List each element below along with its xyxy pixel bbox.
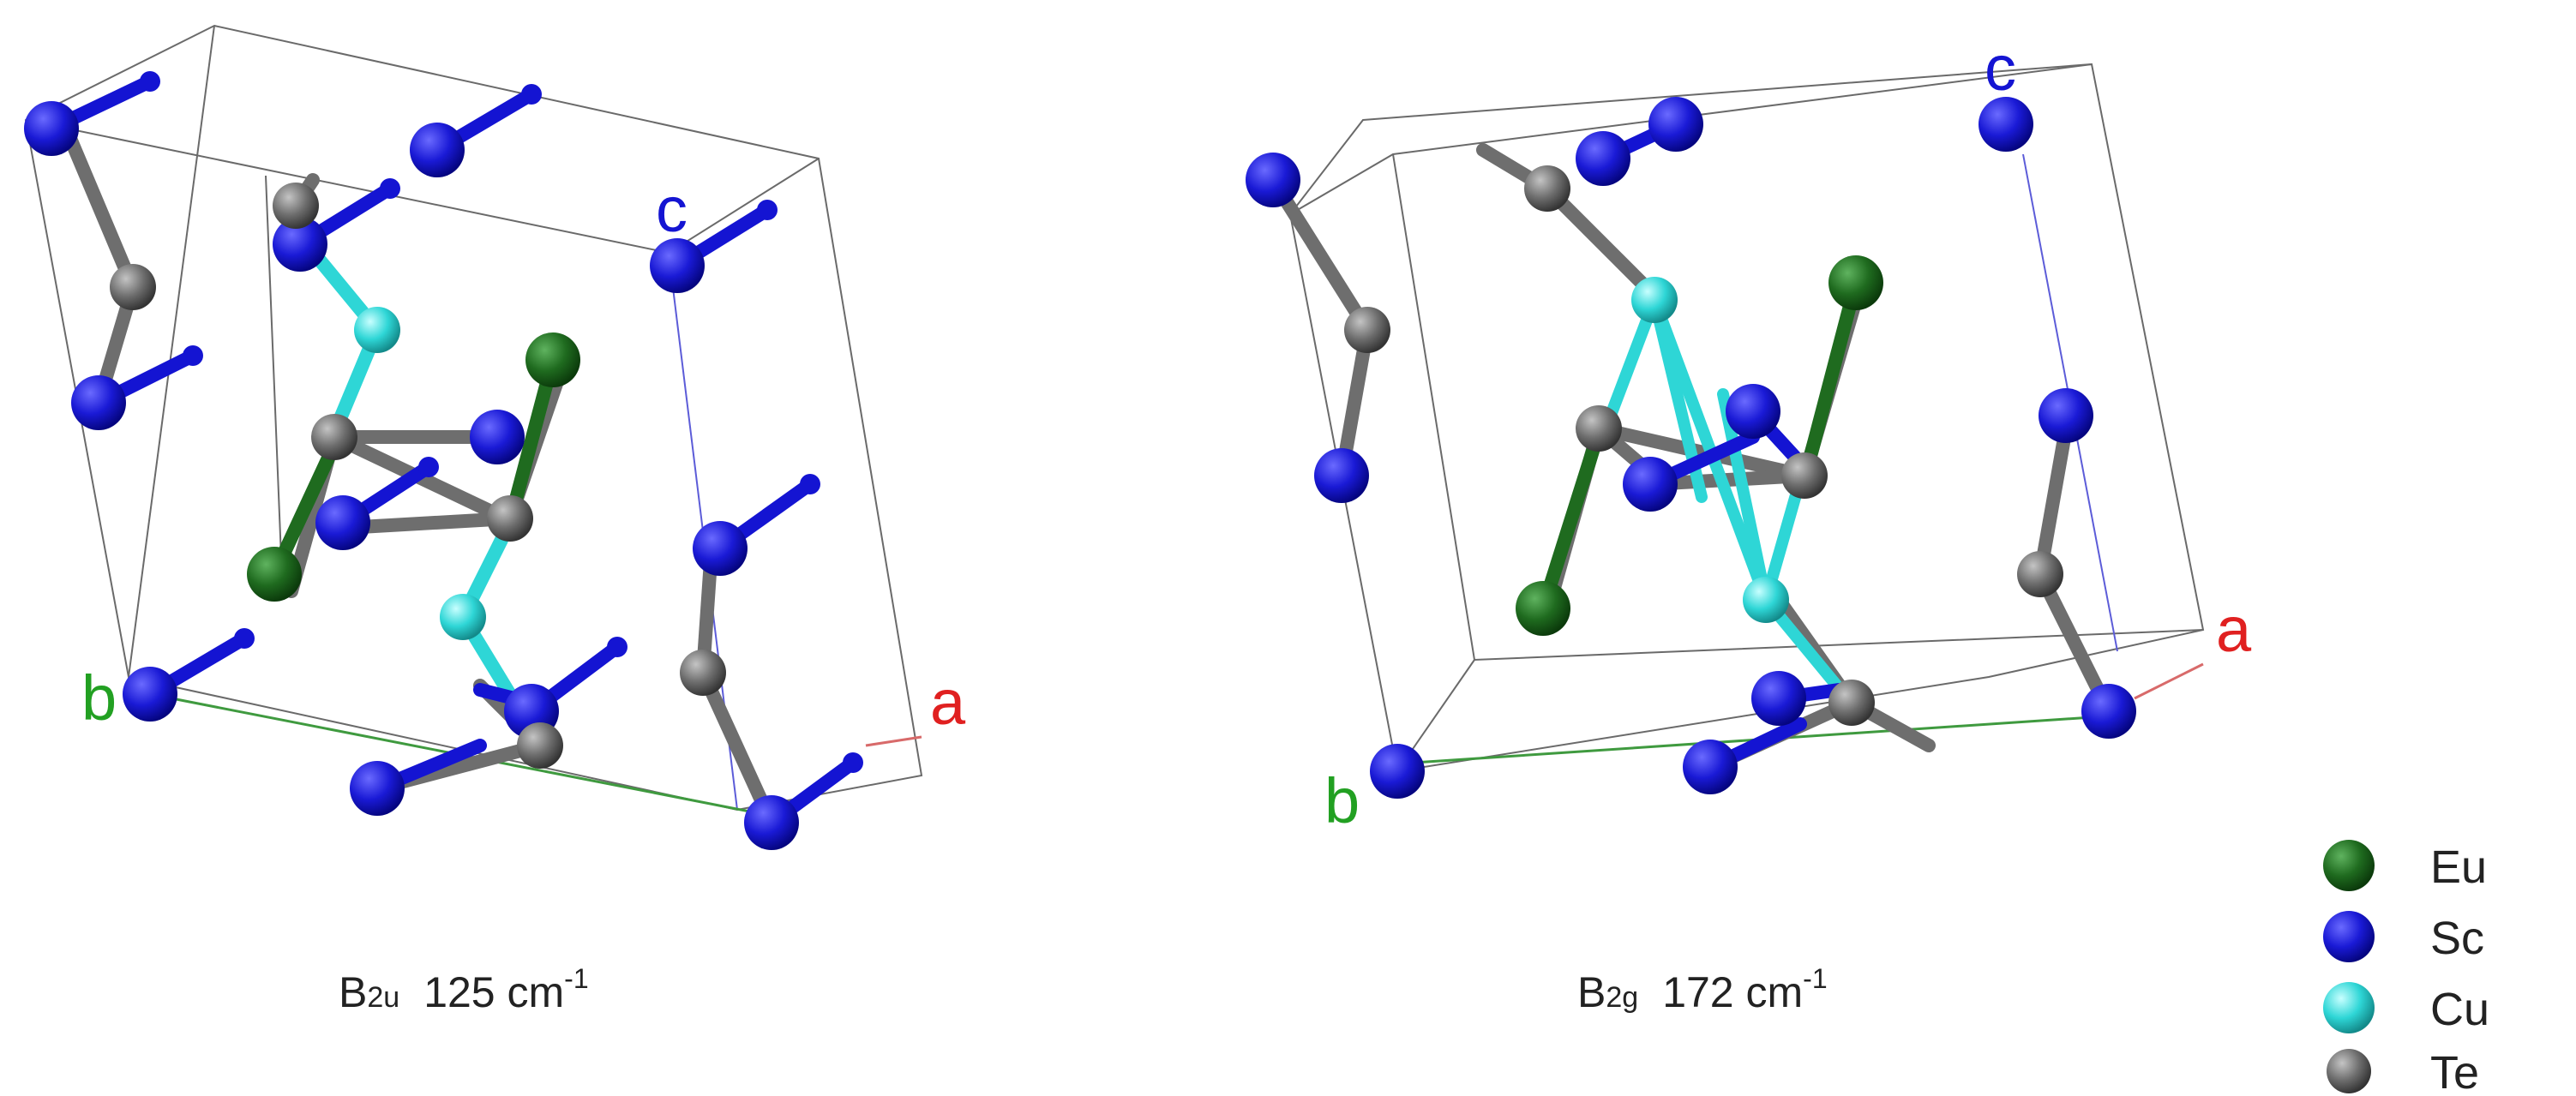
cu-legend-swatch bbox=[2323, 982, 2375, 1033]
cu-atom bbox=[1631, 277, 1678, 323]
sc-atom bbox=[2039, 388, 2093, 443]
cu-atom bbox=[354, 307, 400, 353]
te-atom bbox=[1781, 452, 1828, 499]
sc-atom bbox=[24, 101, 79, 156]
sc-atom bbox=[1623, 457, 1678, 512]
axis-label-a: a bbox=[930, 667, 966, 738]
sc-atom bbox=[71, 375, 126, 430]
atoms-b2g bbox=[1246, 97, 2136, 799]
sc-arrow-tips bbox=[140, 71, 863, 773]
sc-atom bbox=[1576, 131, 1630, 186]
sc-atom bbox=[2081, 684, 2136, 739]
axis-label-b: b bbox=[81, 662, 117, 734]
te-atom bbox=[1576, 405, 1622, 452]
eu-atom bbox=[1516, 581, 1570, 636]
eu-atom bbox=[1828, 255, 1883, 310]
te-atom bbox=[680, 650, 726, 696]
legend-label-cu: Cu bbox=[2430, 984, 2489, 1035]
atoms-b2u bbox=[24, 101, 799, 850]
bonds-b2u bbox=[45, 71, 863, 829]
sc-atom bbox=[410, 123, 465, 177]
sc-atom bbox=[350, 761, 405, 816]
legend-item-te: Te bbox=[2327, 1047, 2479, 1096]
sc-bonds bbox=[1596, 117, 1846, 774]
element-legend: Eu Sc Cu Te bbox=[2323, 840, 2489, 1096]
legend-label-sc: Sc bbox=[2430, 913, 2484, 964]
sc-atom bbox=[1314, 448, 1369, 503]
legend-label-eu: Eu bbox=[2430, 841, 2487, 893]
eu-bonds bbox=[267, 353, 560, 581]
te-legend-swatch bbox=[2327, 1049, 2371, 1093]
sc-atom bbox=[1979, 97, 2033, 152]
te-atom bbox=[487, 495, 533, 542]
sc-atom bbox=[1683, 740, 1738, 794]
eu-legend-swatch bbox=[2323, 840, 2375, 891]
te-atom bbox=[311, 414, 357, 460]
legend-item-cu: Cu bbox=[2323, 982, 2489, 1035]
sc-atom bbox=[1370, 744, 1425, 799]
sc-atom bbox=[744, 795, 799, 850]
legend-label-te: Te bbox=[2430, 1047, 2479, 1096]
axis-label-c: c bbox=[1985, 33, 2016, 104]
sc-atom bbox=[273, 217, 327, 272]
te-atom bbox=[110, 264, 156, 310]
te-atom bbox=[273, 183, 319, 229]
sc-atom bbox=[123, 667, 177, 722]
sc-atom bbox=[1648, 97, 1703, 152]
sc-atom bbox=[1246, 153, 1300, 207]
legend-item-eu: Eu bbox=[2323, 840, 2487, 893]
axis-label-b: b bbox=[1324, 765, 1360, 836]
axis-label-c: c bbox=[656, 174, 688, 245]
cu-atom bbox=[1743, 577, 1789, 623]
eu-atom bbox=[525, 332, 580, 387]
te-atom bbox=[2017, 551, 2063, 597]
sc-atom bbox=[693, 521, 748, 576]
bonds-b2g bbox=[1266, 117, 2116, 774]
axis-label-a: a bbox=[2216, 594, 2252, 665]
te-atom bbox=[1344, 307, 1390, 353]
sc-atom bbox=[650, 238, 705, 293]
te-atom bbox=[1524, 165, 1570, 212]
te-atom bbox=[1828, 680, 1875, 726]
eu-atom bbox=[247, 547, 302, 602]
cu-atom bbox=[440, 594, 486, 640]
sc-atom bbox=[470, 410, 525, 464]
sc-arrows bbox=[45, 75, 860, 829]
sc-atom bbox=[1726, 384, 1780, 439]
eu-bonds bbox=[1536, 276, 1863, 615]
sc-atom bbox=[315, 495, 370, 550]
legend-item-sc: Sc bbox=[2323, 911, 2484, 964]
sc-legend-swatch bbox=[2323, 911, 2375, 962]
te-atom bbox=[517, 722, 563, 769]
sc-atom bbox=[1751, 671, 1806, 726]
